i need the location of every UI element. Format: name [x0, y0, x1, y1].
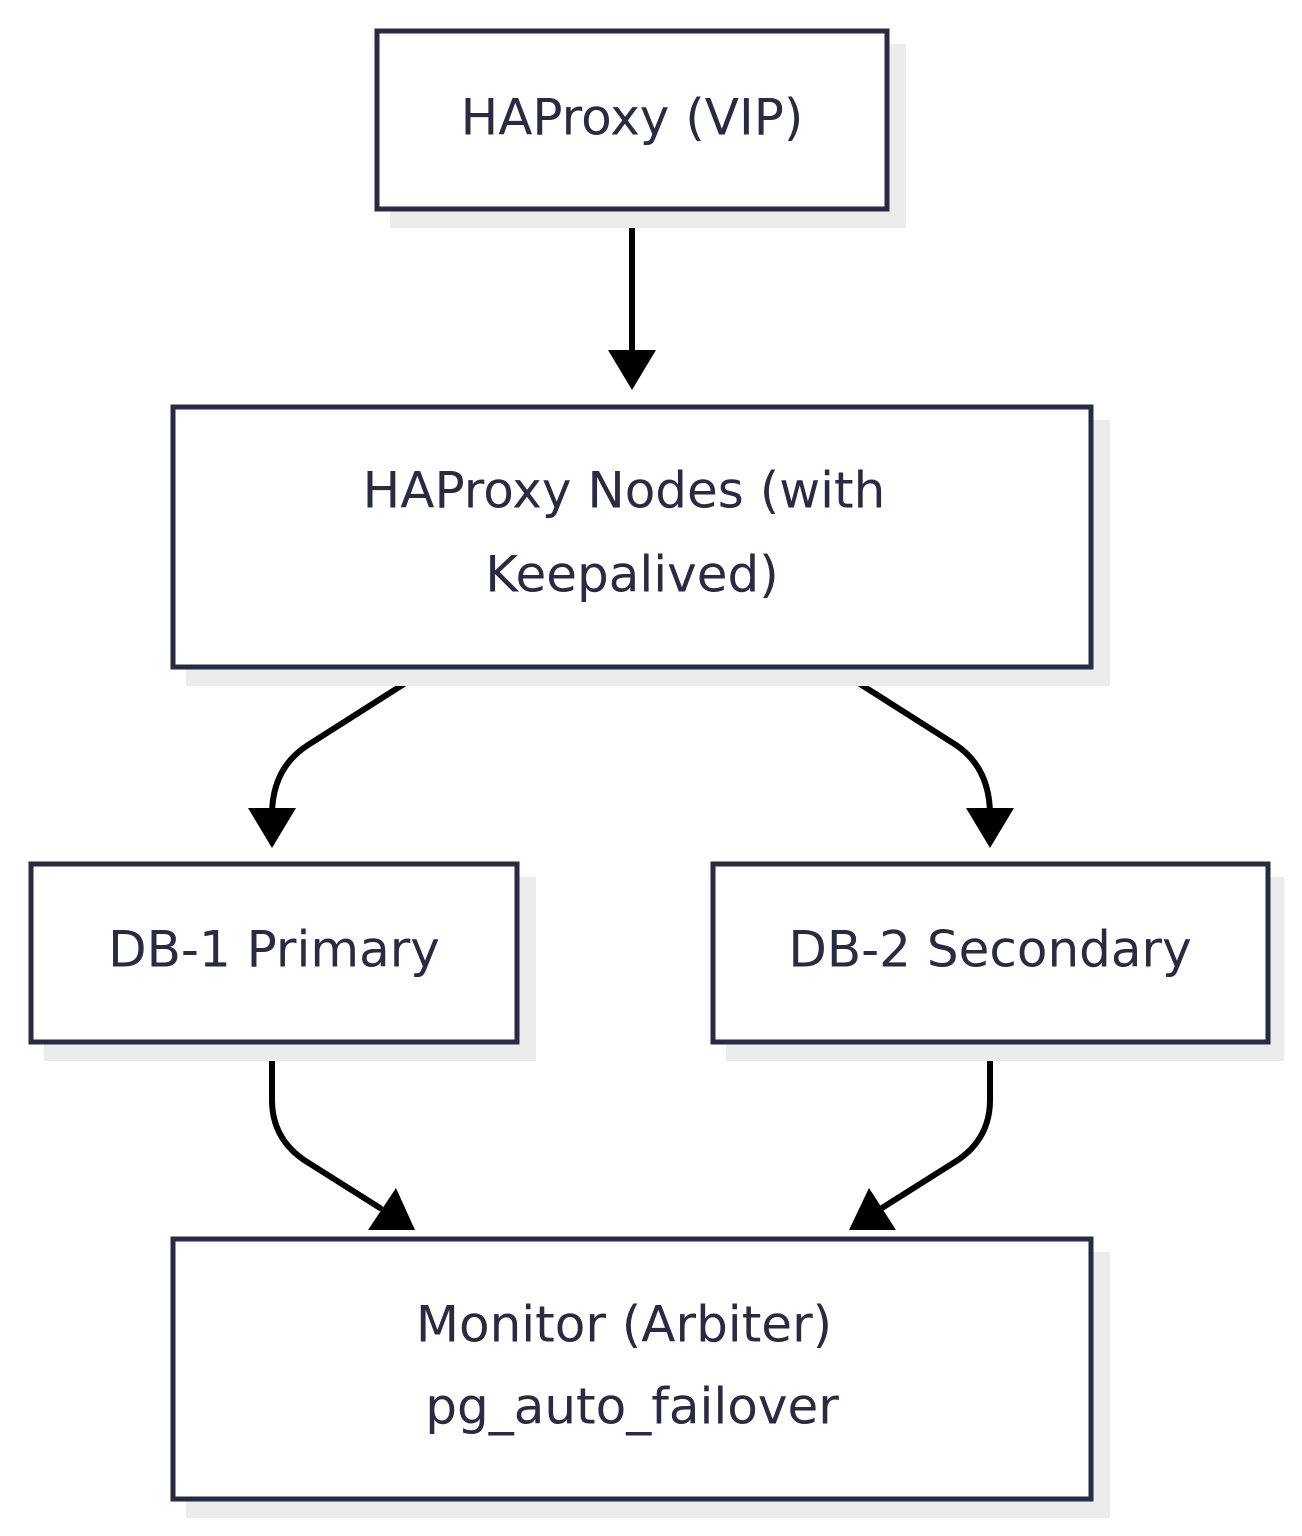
arrowhead [608, 350, 656, 390]
edge-db1-to-monitor [269, 1043, 415, 1230]
node-label-line-2: pg_auto_failover [425, 1378, 839, 1436]
node-box [710, 861, 1271, 1045]
edge-haproxy-nodes-to-db2 [835, 667, 1014, 848]
arrowhead [368, 1188, 415, 1230]
node-box [28, 861, 520, 1045]
node-box [170, 404, 1094, 670]
node-db2: DB-2 Secondary [710, 861, 1284, 1061]
node-label: DB-2 Secondary [788, 921, 1191, 979]
node-db1: DB-1 Primary [28, 861, 536, 1061]
node-label-line-2: Keepalived) [485, 546, 779, 604]
node-label: DB-1 Primary [108, 921, 440, 979]
arrowhead [966, 808, 1014, 848]
node-label-line-1: Monitor (Arbiter) [416, 1296, 832, 1354]
node-monitor: Monitor (Arbiter) pg_auto_failover [170, 1236, 1110, 1518]
edges [248, 209, 1014, 1230]
node-haproxy-nodes: HAProxy Nodes (with Keepalived) [170, 404, 1110, 686]
edge-haproxy-nodes-to-db1 [248, 667, 429, 848]
node-haproxy-vip: HAProxy (VIP) [374, 28, 906, 228]
node-label-line-1: HAProxy Nodes (with [363, 462, 886, 520]
node-label: HAProxy (VIP) [461, 89, 804, 147]
edge-haproxy-vip-to-haproxy-nodes [608, 209, 656, 390]
arrowhead [849, 1188, 896, 1230]
node-box [170, 1236, 1094, 1502]
edge-db2-to-monitor [849, 1043, 993, 1230]
node-box [374, 28, 890, 212]
arrowhead [248, 808, 296, 848]
